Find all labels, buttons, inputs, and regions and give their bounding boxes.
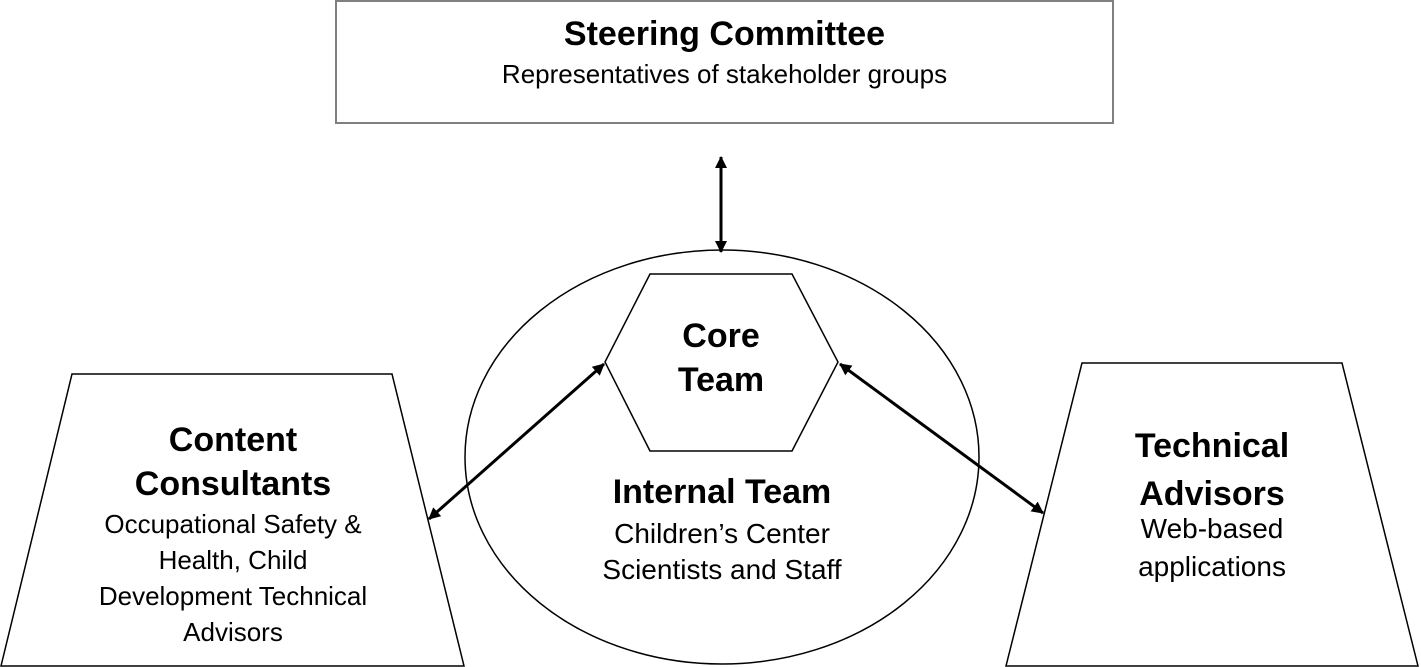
technical-advisors-desc-line-1: Web-based [1140, 513, 1284, 544]
internal-team-desc-line-1: Children’s Center [614, 518, 830, 549]
technical-advisors-title-line-1: Technical [1134, 427, 1290, 465]
core-team-line-1: Core [682, 317, 760, 355]
technical-advisors-desc-line-2: applications [1138, 551, 1286, 582]
content-consultants-title-line-2: Consultants [134, 465, 332, 503]
internal-team-desc-line-2: Scientists and Staff [602, 554, 842, 585]
content-consultants-trapezoid [0, 373, 465, 667]
technical-advisors-trapezoid [1005, 362, 1419, 667]
steering-committee-box [335, 0, 1114, 124]
steering-committee-subtitle: Representatives of stakeholder groups [501, 59, 948, 89]
core-team-line-2: Team [677, 361, 765, 399]
steering-committee-title: Steering Committee [563, 15, 886, 53]
internal-team-title: Internal Team [612, 473, 832, 511]
core-team-hexagon [604, 273, 839, 452]
content-consultants-desc-line-4: Advisors [183, 617, 283, 647]
core-team-label: Core Team [620, 314, 822, 402]
content-consultants-title-line-1: Content [168, 421, 298, 459]
arrow-core-to-content-consultants [428, 362, 605, 521]
content-consultants-description: Occupational Safety & Health, Child Deve… [48, 506, 418, 650]
content-consultants-desc-line-2: Health, Child [158, 545, 308, 575]
technical-advisors-title-line-2: Advisors [1139, 475, 1285, 513]
content-consultants-title: Content Consultants [48, 418, 418, 506]
technical-advisors-description: Web-based applications [1062, 510, 1362, 586]
technical-advisors-title: Technical Advisors [1062, 422, 1362, 518]
content-consultants-desc-line-1: Occupational Safety & [104, 509, 362, 539]
internal-team-description: Children’s Center Scientists and Staff [540, 516, 904, 588]
content-consultants-desc-line-3: Development Technical [98, 581, 368, 611]
arrow-core-to-technical-advisors [839, 362, 1044, 515]
